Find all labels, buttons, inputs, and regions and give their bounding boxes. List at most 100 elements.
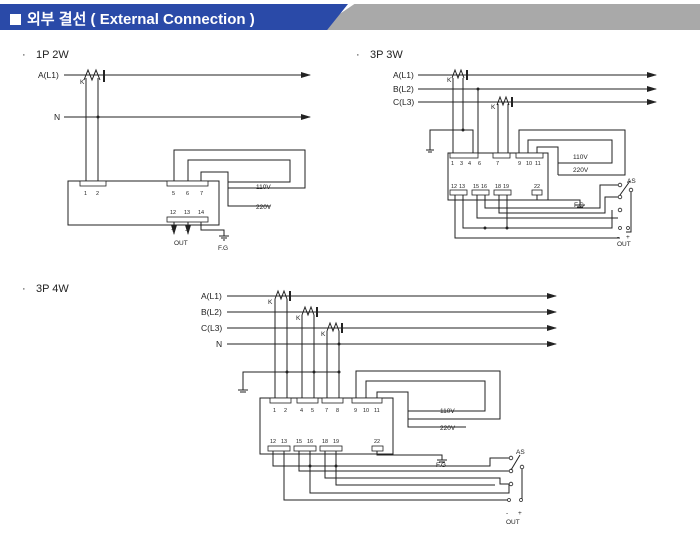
terminal-label: 13: [184, 210, 190, 216]
line-label-a-l1: A(L1): [393, 70, 414, 80]
polarity-label: +: [518, 510, 522, 517]
polarity-label: -: [506, 510, 508, 517]
terminal-label: 10: [363, 408, 369, 414]
terminal-label: 7: [325, 408, 328, 414]
bullet-3p4w: ·: [22, 283, 26, 295]
voltage-label: 220V: [256, 204, 272, 211]
switch-common-icon: [519, 464, 525, 470]
polarity-label: +: [626, 234, 630, 241]
terminal-label: 2: [284, 408, 287, 414]
wire-sw: [309, 451, 510, 494]
switch-label: AS: [516, 449, 525, 456]
wire-fg: [200, 222, 225, 236]
wire-sw: [298, 451, 509, 472]
terminal-label: 16: [307, 439, 313, 445]
junction: [308, 464, 312, 468]
ct-coil-icon: [451, 68, 465, 80]
terminal-label: 5: [311, 408, 314, 414]
terminal-label: 14: [198, 210, 204, 216]
output-terminal-icon: [626, 226, 630, 230]
header-banner-grey: [316, 4, 700, 30]
wire-sw: [335, 451, 495, 486]
terminal-block: [449, 152, 479, 159]
switch-contact-icon: [508, 481, 514, 487]
line-label-n: N: [54, 112, 60, 122]
terminal-label: 4: [300, 408, 303, 414]
terminal-block: [267, 445, 291, 452]
voltage-label: 220V: [573, 167, 589, 174]
terminal-label: 11: [535, 161, 541, 167]
section-label-3p4w: 3P 4W: [36, 283, 69, 295]
terminal-block: [471, 189, 490, 196]
terminal-label: 12: [270, 439, 276, 445]
terminal-label: 4: [468, 161, 471, 167]
coil-label: K: [268, 299, 273, 306]
junction: [483, 226, 487, 230]
voltage-label: 110V: [256, 184, 271, 191]
ground-label: F.G: [574, 202, 584, 209]
wire-aux: [518, 129, 626, 176]
wire-aux-inner: [187, 159, 291, 183]
terminal-label: 22: [534, 184, 540, 190]
terminal-label: 7: [200, 191, 203, 197]
terminal-label: 6: [478, 161, 481, 167]
switch-contact-icon: [617, 207, 623, 213]
terminal-label: 15: [296, 439, 302, 445]
wire-sw: [462, 195, 613, 229]
output-label: OUT: [617, 241, 631, 248]
terminal-label: 6: [186, 191, 189, 197]
terminal-label: 7: [496, 161, 499, 167]
switch-contact-icon: [617, 194, 623, 200]
switch-contact-icon: [508, 455, 514, 461]
wire-sw: [476, 195, 618, 219]
wire-aux: [355, 370, 501, 420]
terminal-label: 10: [526, 161, 532, 167]
terminal-label: 1: [451, 161, 454, 167]
wire-ground: [429, 129, 474, 155]
line-label-b-l2: B(L2): [201, 307, 222, 317]
junction: [337, 342, 341, 346]
coil-label: K: [447, 77, 452, 84]
bullet-1p2w: ·: [22, 49, 26, 61]
voltage-label: 110V: [440, 408, 455, 415]
terminal-label: 11: [374, 408, 380, 414]
terminal-label: 15: [473, 184, 479, 190]
wire-sw: [484, 184, 618, 209]
ct-coil-icon: [496, 95, 510, 107]
terminal-block: [269, 397, 292, 404]
terminal-block: [293, 445, 317, 452]
wire-aux-outer: [173, 149, 306, 189]
ct-coil-icon: [301, 305, 315, 317]
terminal-label: 13: [459, 184, 465, 190]
line-label-a-l1: A(L1): [201, 291, 222, 301]
terminal-block: [79, 180, 107, 187]
output-label: OUT: [174, 240, 188, 247]
wire-aux-220: [200, 171, 270, 207]
terminal-block: [492, 152, 511, 159]
header-banner-dark: [0, 4, 348, 30]
terminal-block: [166, 216, 209, 223]
terminal-label: 13: [281, 439, 287, 445]
terminal-block: [351, 397, 383, 404]
junction: [461, 128, 465, 132]
page-title: 외부 결선 ( External Connection ): [10, 8, 255, 29]
header-banner: 외부 결선 ( External Connection ): [0, 0, 700, 32]
junction: [334, 464, 338, 468]
polarity-label: -: [617, 234, 619, 241]
terminal-label: 16: [481, 184, 487, 190]
terminal-label: 3: [460, 161, 463, 167]
coil-label: K: [491, 104, 496, 111]
terminal-label: 8: [336, 408, 339, 414]
polarity-label: +: [171, 227, 175, 234]
wire-ground: [242, 371, 339, 390]
terminal-block: [321, 397, 344, 404]
junction: [476, 87, 480, 91]
junction: [96, 115, 100, 119]
terminal-label: 2: [96, 191, 99, 197]
wire-fg: [536, 195, 581, 205]
junction: [505, 226, 509, 230]
coil-label: K: [296, 315, 301, 322]
ct-coil-icon: [326, 321, 340, 333]
terminal-block: [515, 152, 544, 159]
